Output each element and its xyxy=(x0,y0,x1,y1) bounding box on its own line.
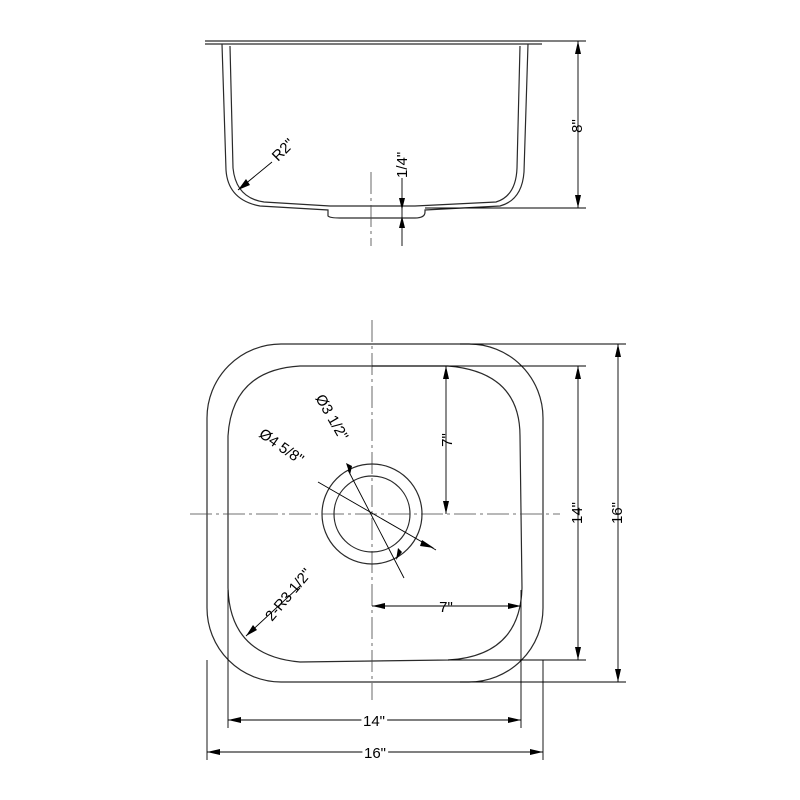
inner-width-arrow-right xyxy=(508,717,521,723)
side-radius-label: R2" xyxy=(269,135,298,164)
drain-offset-x-arrow-right xyxy=(508,603,521,609)
outer-depth-label: 16" xyxy=(609,502,626,524)
drain-inner-diameter-label: Ø3 1/2" xyxy=(312,392,352,444)
inner-width-arrow-left xyxy=(228,717,241,723)
inner-depth-arrow-bottom xyxy=(575,647,581,660)
side-recess-arrow-bottom xyxy=(399,216,405,228)
side-height-arrow-top xyxy=(575,41,581,54)
drain-inner-arrow xyxy=(346,463,352,475)
top-view: Ø3 1/2" Ø4 5/8" 2-R3 1/2" 7" 7" 14" 16" xyxy=(190,320,626,765)
drain-offset-x-label: 7" xyxy=(439,599,453,616)
inner-depth-label: 14" xyxy=(569,502,586,524)
drain-inner-leader xyxy=(347,469,405,579)
side-outer-profile xyxy=(221,43,529,219)
outer-width-label: 16" xyxy=(364,745,386,762)
outer-width-arrow-right xyxy=(530,749,543,755)
side-radius-arrow xyxy=(238,179,250,190)
drain-outer-diameter-label: Ø4 5/8" xyxy=(256,425,307,468)
side-height-label: 8" xyxy=(569,119,586,133)
top-radius-arrow xyxy=(246,625,257,636)
top-radius-label: 2-R3 1/2" xyxy=(262,565,315,624)
drain-offset-x-arrow-left xyxy=(372,603,385,609)
drain-offset-y-arrow-top xyxy=(443,366,449,379)
side-view: 8" R2" 1/4" xyxy=(205,40,586,246)
inner-depth-arrow-top xyxy=(575,366,581,379)
drain-inner-circle xyxy=(333,475,411,553)
drain-offset-y-arrow-bottom xyxy=(443,501,449,514)
inner-width-label: 14" xyxy=(363,713,385,730)
outer-depth-arrow-bottom xyxy=(615,669,621,682)
outer-depth-arrow-top xyxy=(615,344,621,357)
drain-outer-arrow xyxy=(420,540,434,548)
drain-outer-circle xyxy=(321,463,423,565)
drain-outer-leader xyxy=(317,481,437,551)
top-outer-rim xyxy=(206,343,544,683)
drain-offset-y-label: 7" xyxy=(439,433,456,447)
outer-width-arrow-left xyxy=(207,749,220,755)
side-recess-arrow-top xyxy=(399,198,405,210)
side-recess-label: 1/4" xyxy=(394,152,411,178)
side-height-arrow-bottom xyxy=(575,195,581,208)
side-inner-profile xyxy=(229,45,521,207)
drain-inner-arrow-2 xyxy=(396,548,402,560)
